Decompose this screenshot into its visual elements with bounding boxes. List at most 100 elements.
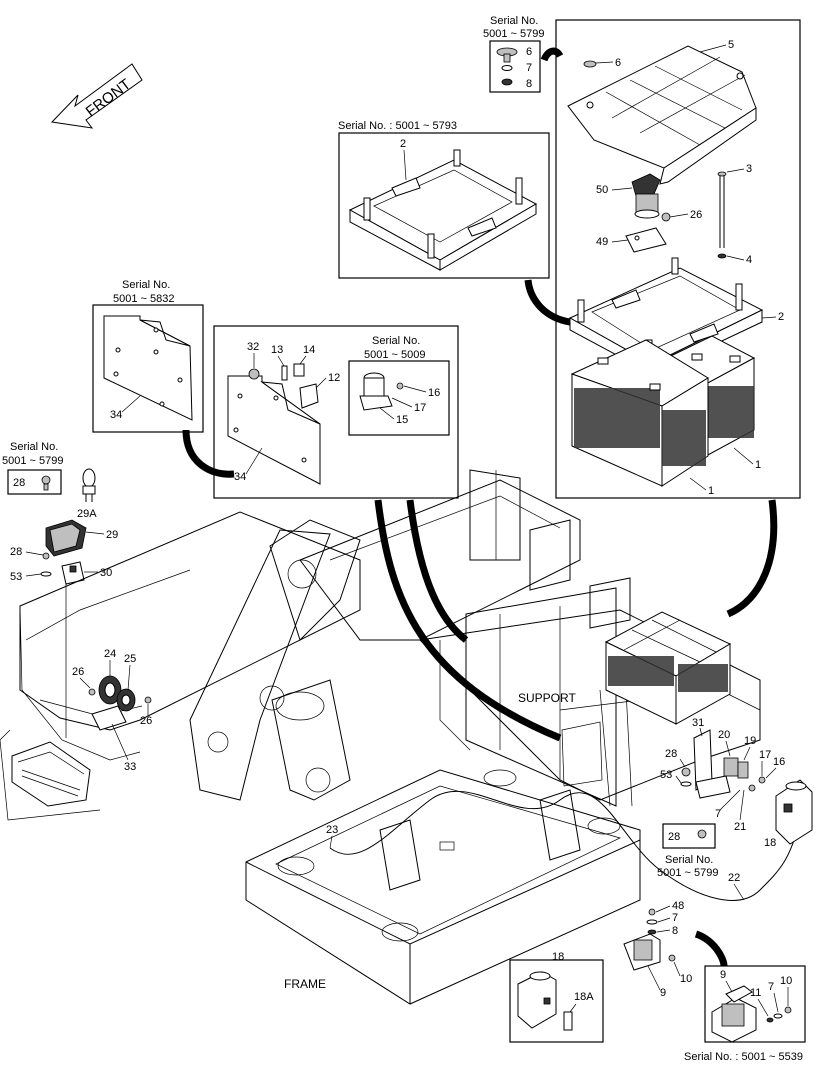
callout-7: 7: [526, 62, 532, 74]
callout-8: 8: [526, 78, 532, 90]
hardware-inset-box: [662, 823, 716, 849]
hardware-inset-box: [489, 40, 541, 93]
callout-1: 1: [708, 485, 714, 497]
callout-29A: 29A: [77, 508, 97, 520]
relay-parts: [248, 363, 319, 409]
battery-detail-box: [555, 19, 801, 499]
wing-bolt-icon: [496, 47, 518, 86]
bolt-icon: [697, 829, 707, 839]
connector-arcs: [182, 47, 778, 967]
washer-pump-old: [711, 985, 792, 1043]
callout-16: 16: [428, 387, 440, 399]
tray-inset-box: [338, 132, 550, 279]
callout-32: 32: [247, 341, 259, 353]
upper-frame-structure: [0, 469, 761, 821]
callout-24: 24: [104, 648, 116, 660]
callout-2: 2: [400, 138, 406, 150]
callout-10: 10: [780, 975, 792, 987]
battery-disconnect-switch: [625, 173, 671, 253]
callout-12: 12: [328, 372, 340, 384]
callout-34: 34: [110, 409, 122, 421]
callout-50: 50: [596, 184, 608, 196]
horn-assembly: [88, 675, 152, 731]
battery-cover: [567, 45, 757, 185]
callout-11: 11: [750, 987, 761, 999]
callout-20: 20: [718, 729, 730, 741]
callout-22: 22: [728, 872, 740, 884]
serial-range: 5001 ~ 5009: [364, 349, 425, 361]
callout-26: 26: [690, 209, 702, 221]
serial-label: Serial No.: [122, 279, 170, 291]
work-lamp: [45, 519, 87, 557]
long-bolt: [717, 171, 727, 259]
bracket-inset-box: [92, 304, 204, 433]
callout-21: 21: [734, 821, 746, 833]
callout-28: 28: [13, 477, 25, 489]
washer-tank: [775, 779, 813, 845]
callout-17: 17: [414, 402, 426, 414]
bolt-icon: [41, 475, 51, 485]
wiring-harness: [329, 790, 801, 901]
callout-3: 3: [746, 163, 752, 175]
lower-frame: [245, 769, 641, 1005]
callout-28: 28: [668, 831, 680, 843]
callout-6: 6: [526, 46, 532, 58]
callout-49: 49: [596, 236, 608, 248]
callout-25: 25: [124, 653, 136, 665]
callout-7: 7: [768, 981, 774, 993]
callout-10: 10: [680, 973, 692, 985]
callout-7: 7: [672, 912, 678, 924]
serial-range: 5001 ~ 5799: [657, 867, 718, 879]
callout-26: 26: [140, 715, 152, 727]
callout-9: 9: [720, 969, 726, 981]
lamp-bulb: [82, 468, 96, 502]
callout-16: 16: [773, 756, 785, 768]
washer-tank-detail: [517, 971, 573, 1031]
serial-range: 5001 ~ 5832: [113, 293, 174, 305]
serial-label: Serial No.: [490, 15, 538, 27]
callout-15: 15: [396, 414, 408, 426]
callout-13: 13: [271, 344, 283, 356]
callout-18A: 18A: [574, 991, 594, 1003]
support-label: SUPPORT: [518, 691, 576, 705]
lamp-bracket: [61, 561, 85, 585]
callout-53: 53: [660, 769, 672, 781]
serial-label: Serial No. : 5001 ~ 5793: [338, 120, 457, 132]
callout-1: 1: [755, 459, 761, 471]
callout-31: 31: [692, 717, 704, 729]
callout-48: 48: [672, 900, 684, 912]
relay-bracket-right: [680, 729, 766, 799]
callout-53: 53: [10, 571, 22, 583]
serial-range: 5001 ~ 5799: [2, 455, 63, 467]
mounting-bracket: [103, 315, 193, 421]
callout-9: 9: [660, 987, 666, 999]
callout-6: 6: [615, 57, 621, 69]
relay-inset-box: [348, 360, 450, 436]
hardware-inset-box: [7, 469, 62, 495]
callout-8: 8: [672, 925, 678, 937]
serial-label: Serial No.: [10, 441, 58, 453]
callout-23: 23: [326, 824, 338, 836]
serial-label: Serial No.: [665, 854, 713, 866]
callout-14: 14: [303, 344, 315, 356]
callout-28: 28: [10, 546, 22, 558]
front-arrow-icon: FRONT: [50, 63, 143, 129]
callout-26: 26: [72, 666, 84, 678]
callout-28: 28: [665, 748, 677, 760]
battery-tray-old: [348, 149, 538, 271]
frame-label: FRAME: [284, 977, 326, 991]
battery-left: [570, 339, 709, 487]
pump-inset-box: [704, 965, 806, 1043]
serial-range: 5001 ~ 5799: [483, 28, 544, 40]
serial-label: Serial No. : 5001 ~ 5539: [684, 1051, 803, 1063]
callout-18: 18: [552, 951, 564, 963]
serial-label: Serial No.: [372, 335, 420, 347]
battery-set-installed: [604, 611, 732, 725]
washer-tank-inset: [509, 959, 604, 1043]
callout-29: 29: [106, 529, 118, 541]
callout-19: 19: [744, 735, 756, 747]
callout-18: 18: [764, 837, 776, 849]
relay-bracket-box: [213, 325, 459, 499]
relay-bracket: [227, 375, 321, 485]
